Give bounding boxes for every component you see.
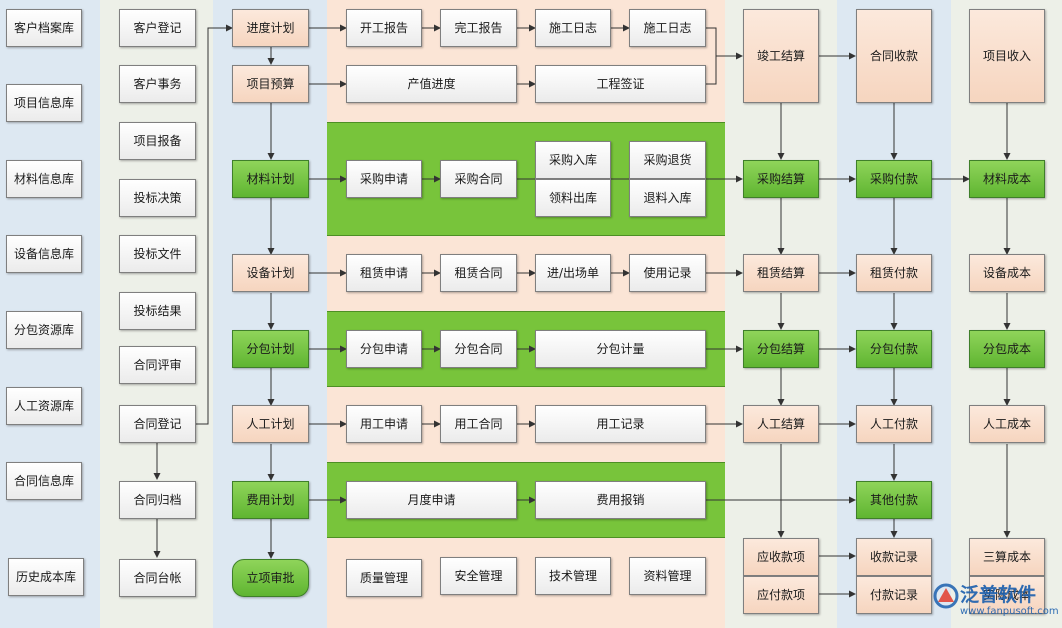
exec-sub-contract[interactable]: 分包合同 — [440, 330, 517, 368]
plan-material[interactable]: 材料计划 — [232, 160, 309, 198]
plan-project-approval[interactable]: 立项审批 — [232, 559, 309, 597]
exec-purchase-request[interactable]: 采购申请 — [346, 160, 422, 198]
contract-bid-result[interactable]: 投标结果 — [119, 292, 196, 330]
contract-archive[interactable]: 合同归档 — [119, 481, 196, 519]
plan-labor[interactable]: 人工计划 — [232, 405, 309, 443]
cost-material[interactable]: 材料成本 — [969, 160, 1045, 198]
contract-review[interactable]: 合同评审 — [119, 346, 196, 384]
pay-labor[interactable]: 人工付款 — [856, 405, 932, 443]
settle-lease[interactable]: 租赁结算 — [743, 254, 819, 292]
exec-output-progress[interactable]: 产值进度 — [346, 65, 517, 103]
settle-labor[interactable]: 人工结算 — [743, 405, 819, 443]
settle-receivable[interactable]: 应收款项 — [743, 538, 819, 576]
mgmt-safety[interactable]: 安全管理 — [440, 557, 517, 595]
db-equipment[interactable]: 设备信息库 — [6, 235, 82, 273]
mgmt-technical[interactable]: 技术管理 — [535, 557, 611, 595]
plan-equipment[interactable]: 设备计划 — [232, 254, 309, 292]
fanpu-logo-icon — [933, 583, 959, 609]
db-contract[interactable]: 合同信息库 — [6, 462, 82, 500]
exec-monthly-request[interactable]: 月度申请 — [346, 481, 517, 519]
cost-project-income[interactable]: 项目收入 — [969, 9, 1045, 103]
contract-project-report[interactable]: 项目报备 — [119, 122, 196, 160]
exec-usage-record[interactable]: 使用记录 — [629, 254, 706, 292]
plan-subcontract[interactable]: 分包计划 — [232, 330, 309, 368]
exec-expense-claim[interactable]: 费用报销 — [535, 481, 706, 519]
contract-ledger[interactable]: 合同台帐 — [119, 559, 196, 597]
exec-engineering-visa[interactable]: 工程签证 — [535, 65, 706, 103]
settle-completion[interactable]: 竣工结算 — [743, 9, 819, 103]
contract-bid-file[interactable]: 投标文件 — [119, 235, 196, 273]
exec-material-outbound[interactable]: 领料出库 — [535, 179, 611, 217]
db-subcontract[interactable]: 分包资源库 — [6, 311, 82, 349]
cost-actual[interactable]: 实际成本 — [969, 576, 1045, 614]
exec-return-inbound[interactable]: 退料入库 — [629, 179, 706, 217]
contract-customer-affairs[interactable]: 客户事务 — [119, 65, 196, 103]
exec-lease-contract[interactable]: 租赁合同 — [440, 254, 517, 292]
settle-payable[interactable]: 应付款项 — [743, 576, 819, 614]
pay-lease[interactable]: 租赁付款 — [856, 254, 932, 292]
db-project[interactable]: 项目信息库 — [6, 84, 82, 122]
exec-finish-report[interactable]: 完工报告 — [440, 9, 517, 47]
exec-entry-exit[interactable]: 进/出场单 — [535, 254, 611, 292]
logo-name: 泛普软件 — [960, 584, 1037, 606]
exec-construction-log-2[interactable]: 施工日志 — [629, 9, 706, 47]
db-history-cost[interactable]: 历史成本库 — [8, 558, 84, 596]
exec-sub-request[interactable]: 分包申请 — [346, 330, 422, 368]
pay-contract-receipt[interactable]: 合同收款 — [856, 9, 932, 103]
cost-three-calc[interactable]: 三算成本 — [969, 538, 1045, 576]
pay-other[interactable]: 其他付款 — [856, 481, 932, 519]
exec-purchase-contract[interactable]: 采购合同 — [440, 160, 517, 198]
plan-budget[interactable]: 项目预算 — [232, 65, 309, 103]
contract-bid-decision[interactable]: 投标决策 — [119, 179, 196, 217]
db-labor[interactable]: 人工资源库 — [6, 387, 82, 425]
pay-column — [837, 0, 952, 628]
pay-payment-record[interactable]: 付款记录 — [856, 576, 932, 614]
db-material[interactable]: 材料信息库 — [6, 160, 82, 198]
exec-lease-request[interactable]: 租赁申请 — [346, 254, 422, 292]
settle-purchase[interactable]: 采购结算 — [743, 160, 819, 198]
db-customer[interactable]: 客户档案库 — [6, 9, 82, 47]
plan-expense[interactable]: 费用计划 — [232, 481, 309, 519]
pay-subcontract[interactable]: 分包付款 — [856, 330, 932, 368]
contract-customer-register[interactable]: 客户登记 — [119, 9, 196, 47]
cost-subcontract[interactable]: 分包成本 — [969, 330, 1045, 368]
pay-receipt-record[interactable]: 收款记录 — [856, 538, 932, 576]
cost-labor[interactable]: 人工成本 — [969, 405, 1045, 443]
plan-schedule[interactable]: 进度计划 — [232, 9, 309, 47]
exec-construction-log-1[interactable]: 施工日志 — [535, 9, 611, 47]
contract-register[interactable]: 合同登记 — [119, 405, 196, 443]
cost-equipment[interactable]: 设备成本 — [969, 254, 1045, 292]
exec-labor-record[interactable]: 用工记录 — [535, 405, 706, 443]
exec-purchase-return[interactable]: 采购退货 — [629, 141, 706, 179]
mgmt-documents[interactable]: 资料管理 — [629, 557, 706, 595]
exec-labor-contract[interactable]: 用工合同 — [440, 405, 517, 443]
exec-purchase-inbound[interactable]: 采购入库 — [535, 141, 611, 179]
mgmt-quality[interactable]: 质量管理 — [346, 559, 422, 597]
pay-purchase[interactable]: 采购付款 — [856, 160, 932, 198]
exec-labor-request[interactable]: 用工申请 — [346, 405, 422, 443]
exec-start-report[interactable]: 开工报告 — [346, 9, 422, 47]
exec-sub-measure[interactable]: 分包计量 — [535, 330, 706, 368]
settle-subcontract[interactable]: 分包结算 — [743, 330, 819, 368]
logo-url: www.fanpusoft.com — [960, 606, 1059, 617]
